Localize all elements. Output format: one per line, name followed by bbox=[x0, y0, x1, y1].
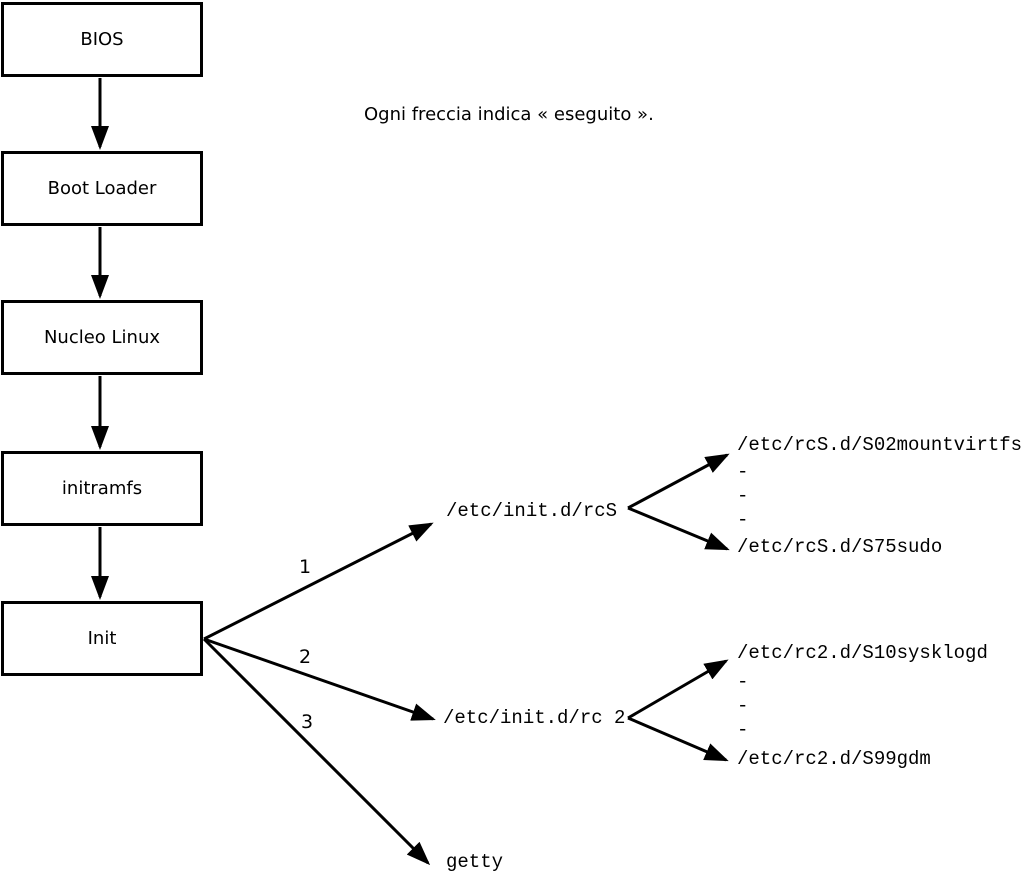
arrow-rc2-to-s99gdm bbox=[627, 716, 729, 762]
rcS-ellipsis-dash-2: - bbox=[737, 485, 749, 507]
branch-2-number: 2 bbox=[299, 646, 312, 668]
path-rc2-s99gdm: /etc/rc2.d/S99gdm bbox=[737, 748, 931, 770]
path-getty: getty bbox=[446, 851, 504, 873]
arrow-init-to-rcS bbox=[203, 522, 434, 641]
node-init: Init bbox=[1, 601, 203, 676]
path-init-d-rcS: /etc/init.d/rcS bbox=[446, 500, 618, 522]
node-boot-loader: Boot Loader bbox=[1, 151, 203, 226]
rcS-ellipsis-dash-3: - bbox=[737, 509, 749, 531]
arrow-rcS-to-s02mountvirtfs bbox=[627, 453, 730, 510]
node-init-label: Init bbox=[87, 628, 117, 649]
branch-1-number: 1 bbox=[299, 556, 312, 578]
node-bios: BIOS bbox=[1, 2, 203, 77]
path-init-d-rc2: /etc/init.d/rc 2 bbox=[443, 707, 626, 729]
rcS-ellipsis-dash-1: - bbox=[737, 461, 749, 483]
node-initramfs-label: initramfs bbox=[61, 478, 143, 499]
node-nucleo-linux: Nucleo Linux bbox=[1, 300, 203, 375]
diagram-caption: Ogni freccia indica « eseguito ». bbox=[364, 104, 654, 125]
rc2-ellipsis-dash-3: - bbox=[737, 719, 749, 741]
rc2-ellipsis-dash-2: - bbox=[737, 695, 749, 717]
arrow-init-to-getty bbox=[202, 637, 431, 866]
path-rc2-s10sysklogd: /etc/rc2.d/S10sysklogd bbox=[737, 642, 988, 664]
branch-3-number: 3 bbox=[301, 711, 314, 733]
path-rcS-s02mountvirtfs: /etc/rcS.d/S02mountvirtfs bbox=[737, 434, 1023, 456]
node-bios-label: BIOS bbox=[80, 29, 124, 50]
path-rcS-s75sudo: /etc/rcS.d/S75sudo bbox=[737, 536, 943, 558]
node-nucleo-linux-label: Nucleo Linux bbox=[43, 327, 161, 348]
arrow-rcS-to-s75sudo bbox=[627, 506, 730, 551]
node-boot-loader-label: Boot Loader bbox=[47, 178, 157, 199]
rc2-ellipsis-dash-1: - bbox=[737, 671, 749, 693]
node-initramfs: initramfs bbox=[1, 451, 203, 526]
arrow-rc2-to-s10sysklogd bbox=[627, 659, 729, 720]
arrow-init-to-rc2 bbox=[203, 637, 436, 721]
